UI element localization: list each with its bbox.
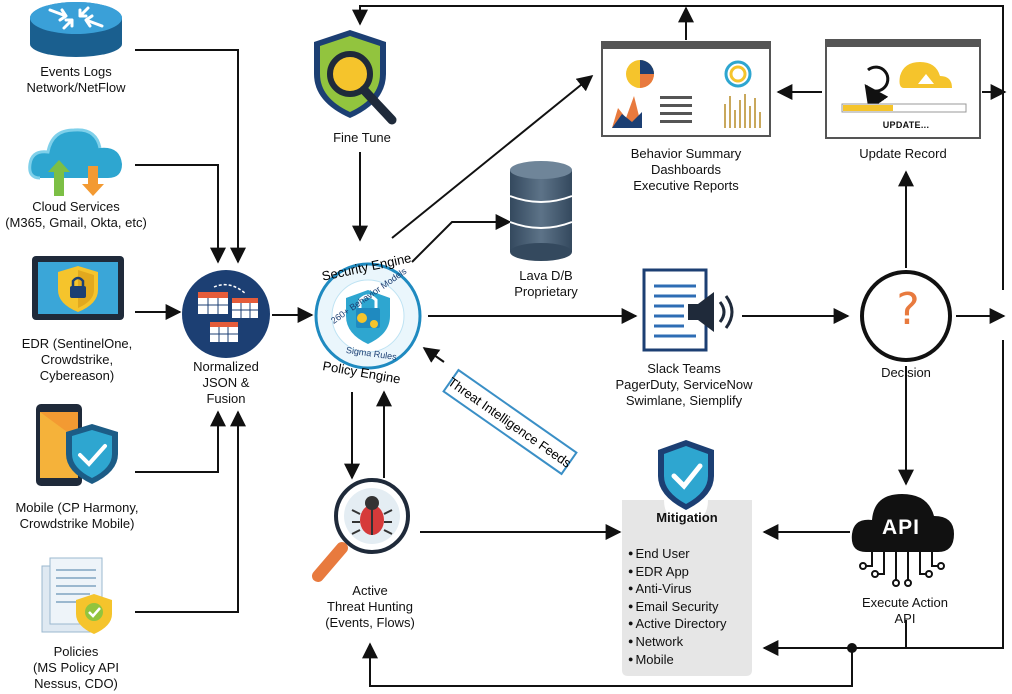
junction-dot [847,643,857,653]
tablet-shield-lock-icon [32,256,124,320]
hunting-label: Active Threat Hunting (Events, Flows) [325,583,415,630]
table-fusion-icon [182,270,270,358]
cloud-sync-icon [28,128,122,196]
update-screen-icon [825,39,981,139]
cloud-label: Cloud Services (M365, Gmail, Okta, etc) [5,199,147,230]
decision-symbol: ? [896,284,920,335]
update-screen-text: UPDATE... [882,120,930,130]
threat-feed-label: Threat Intelligence Feeds [445,374,574,471]
shield-check-icon [658,440,714,510]
shield-gears-icon [314,262,422,370]
dashboards-label: Behavior Summary Dashboards Executive Re… [630,146,742,193]
bug-magnifier-icon [312,478,410,582]
connectors [135,5,1007,687]
mitigation-item: Mobile [628,651,726,669]
mitigation-item: EDR App [628,563,726,581]
edr-label: EDR (SentinelOne, Crowdstrike, Cybereaso… [21,336,133,383]
mitigation-item: Active Directory [628,615,726,633]
decision-label: Decision [881,365,931,380]
mitigation-title: Mitigation [656,510,718,525]
mitigation-item: Network [628,633,726,651]
update-record-label: Update Record [859,146,947,161]
fine-tune-label: Fine Tune [333,130,391,145]
mitigation-list: End User EDR App Anti-Virus Email Securi… [628,545,726,668]
phone-shield-check-icon [36,404,118,486]
api-badge: API [881,516,920,539]
shield-magnifier-icon [314,30,397,125]
database-icon [509,161,573,261]
mitigation-item: Email Security [628,598,726,616]
documents-badge-icon [41,557,112,634]
notify-label: Slack Teams PagerDuty, ServiceNow Swimla… [615,361,753,408]
dashboard-screen-icon [601,41,771,137]
policies-label: Policies (MS Policy API Nessus, CDO) [33,644,119,691]
question-circle-icon [860,270,952,362]
api-cloud-icon [851,494,954,587]
normalized-label: Normalized JSON & Fusion [193,359,259,406]
router-icon [30,2,122,57]
execute-label: Execute Action API [862,595,948,626]
document-speaker-icon [642,268,734,352]
mobile-label: Mobile (CP Harmony, Crowdstrike Mobile) [15,500,139,531]
events-label: Events Logs Network/NetFlow [26,64,126,95]
mitigation-item: Anti-Virus [628,580,726,598]
threat-feed-box: Threat Intelligence Feeds [442,368,578,476]
mitigation-item: End User [628,545,726,563]
lava-label: Lava D/B Proprietary [514,268,578,299]
